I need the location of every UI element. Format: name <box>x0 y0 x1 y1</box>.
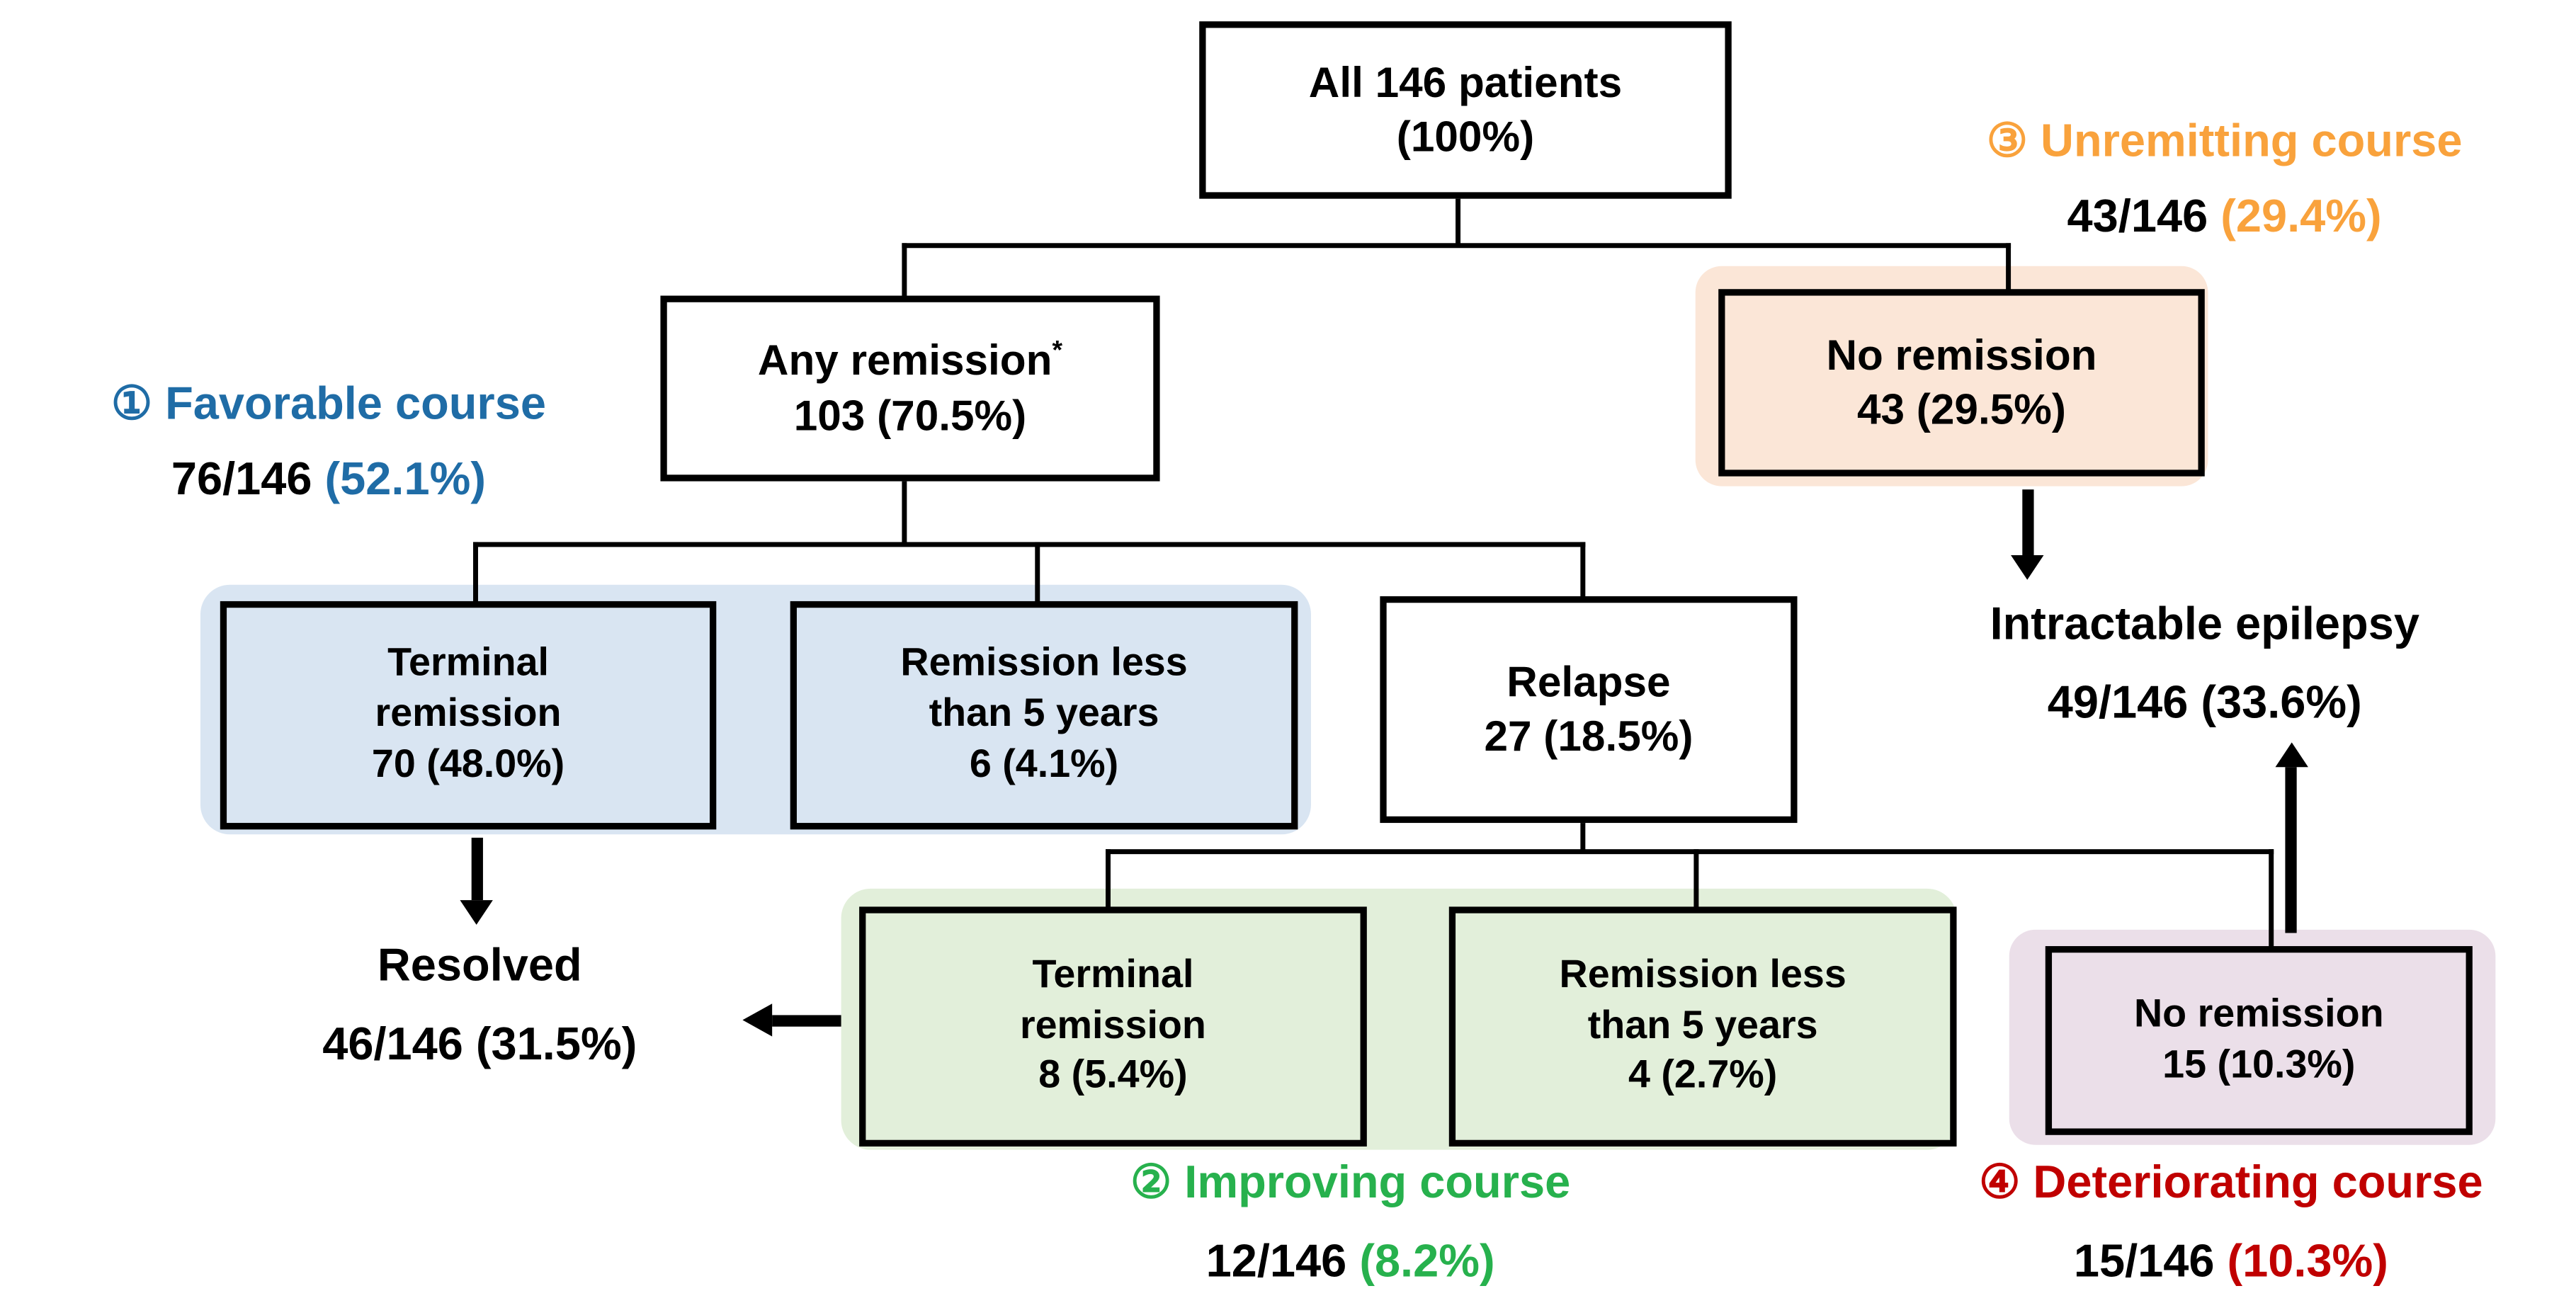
node-text-line: No remission <box>2133 991 2384 1037</box>
arrow-to-resolved-shaft <box>471 837 483 901</box>
label-resolved-outcome: Resolved 46/146 (31.5%) <box>132 940 828 1071</box>
connector-level3-horizontal <box>1106 849 2274 855</box>
node-text-line: 70 (48.0%) <box>371 742 565 787</box>
connector-to-no-remission-43 <box>2006 243 2012 291</box>
connector-to-any-remission <box>902 243 907 297</box>
arrow-improving-to-resolved-shaft <box>772 1015 841 1027</box>
deteriorating-highlight-panel <box>2009 929 2496 1145</box>
arrow-to-intractable-up-shaft <box>2285 767 2297 933</box>
outcome-value: 46/146 (31.5%) <box>322 1018 637 1070</box>
label-title: Improving course <box>1184 1156 1571 1207</box>
arrow-down-icon <box>460 900 493 925</box>
node-any-remission: Any remission* 103 (70.5%) <box>660 295 1160 482</box>
label-improving-course: ② Improving course 12/146 (8.2%) <box>1019 1156 1682 1288</box>
label-value-line: 12/146 (8.2%) <box>1019 1236 1682 1289</box>
node-text-line: No remission <box>1826 329 2097 380</box>
arrow-up-icon <box>2275 742 2308 768</box>
connector-to-lt5-6 <box>1035 542 1040 603</box>
label-title-line: ① Favorable course <box>0 377 657 431</box>
label-value-line: 43/146 (29.4%) <box>1873 190 2576 244</box>
node-text-line: 43 (29.5%) <box>1856 384 2066 434</box>
improving-highlight-panel <box>841 888 1957 1150</box>
label-value-line: 15/146 (10.3%) <box>1886 1236 2576 1289</box>
label-fraction: 76/146 <box>171 453 312 505</box>
label-percent: (52.1%) <box>324 453 486 505</box>
node-terminal-remission-first: Terminal remission 70 (48.0%) <box>220 601 717 830</box>
node-text-line: Relapse <box>1507 656 1671 706</box>
label-title-line: ② Improving course <box>1019 1156 1682 1210</box>
circled-3-icon: ③ <box>1986 115 2028 166</box>
outcome-title: Intractable epilepsy <box>1990 598 2419 649</box>
connector-to-terminal-8 <box>1106 849 1111 909</box>
node-remission-lt5-relapse: Remission less than 5 years 4 (2.7%) <box>1448 906 1957 1147</box>
node-remission-lt5-first: Remission less than 5 years 6 (4.1%) <box>790 601 1298 830</box>
label-fraction: 15/146 <box>2073 1235 2215 1287</box>
node-text-line: Terminal <box>387 641 550 686</box>
label-percent: (10.3%) <box>2227 1235 2388 1287</box>
node-relapse: Relapse 27 (18.5%) <box>1380 596 1798 824</box>
node-text-line: Terminal <box>1032 952 1194 997</box>
node-text-line: Any remission* <box>758 334 1062 388</box>
arrow-down-icon <box>2011 554 2044 580</box>
node-text-line: Remission less <box>900 641 1188 686</box>
connector-to-terminal-70 <box>473 542 478 603</box>
label-title: Deteriorating course <box>2033 1156 2483 1207</box>
label-title: Unremitting course <box>2041 115 2463 166</box>
connector-top-stem <box>1456 186 1461 245</box>
label-favorable-course: ① Favorable course 76/146 (52.1%) <box>0 377 657 506</box>
label-title-line: ④ Deteriorating course <box>1886 1156 2576 1210</box>
label-fraction: 12/146 <box>1205 1235 1347 1287</box>
outcome-value: 49/146 (33.6%) <box>2047 677 2362 728</box>
node-text-line: 15 (10.3%) <box>2162 1042 2356 1087</box>
node-text-line: (100%) <box>1396 111 1535 161</box>
node-text-line: All 146 patients <box>1308 57 1623 107</box>
unremitting-highlight-panel <box>1695 266 2208 487</box>
footnote-asterisk: * <box>1052 336 1063 366</box>
node-no-remission-first: No remission 43 (29.5%) <box>1718 289 2205 477</box>
label-intractable-outcome: Intractable epilepsy 49/146 (33.6%) <box>1883 598 2526 729</box>
node-all-patients: All 146 patients (100%) <box>1199 21 1732 199</box>
node-text-line: 8 (5.4%) <box>1038 1053 1188 1098</box>
connector-level1-horizontal <box>902 243 2012 249</box>
label-percent: (29.4%) <box>2220 190 2382 242</box>
circled-2-icon: ② <box>1130 1156 1172 1207</box>
connector-any-remission-stem <box>902 468 907 544</box>
connector-relapse-stem <box>1580 809 1586 851</box>
node-text-line: remission <box>375 691 562 736</box>
node-text-line: Remission less <box>1559 952 1846 997</box>
node-text: Any remission <box>757 335 1052 385</box>
connector-to-relapse <box>1580 542 1586 598</box>
label-unremitting-course: ③ Unremitting course 43/146 (29.4%) <box>1873 115 2576 244</box>
label-title: Favorable course <box>165 377 546 429</box>
node-text-line: 4 (2.7%) <box>1628 1053 1778 1098</box>
favorable-highlight-panel <box>200 584 1311 835</box>
node-no-remission-relapse: No remission 15 (10.3%) <box>2045 946 2473 1135</box>
label-value-line: 76/146 (52.1%) <box>0 454 657 507</box>
node-text-line: 6 (4.1%) <box>969 742 1119 787</box>
label-percent: (8.2%) <box>1359 1235 1495 1287</box>
connector-to-no-remission-15 <box>2269 849 2274 948</box>
circled-4-icon: ④ <box>1979 1156 2021 1207</box>
node-terminal-remission-relapse: Terminal remission 8 (5.4%) <box>859 906 1367 1147</box>
arrow-left-icon <box>742 1003 773 1037</box>
outcome-title: Resolved <box>377 939 582 991</box>
connector-to-lt5-4 <box>1693 849 1699 909</box>
label-fraction: 43/146 <box>2067 190 2208 242</box>
arrow-to-intractable-shaft <box>2022 489 2034 555</box>
node-text-line: than 5 years <box>929 691 1159 736</box>
circled-1-icon: ① <box>110 377 153 429</box>
label-title-line: ③ Unremitting course <box>1873 115 2576 168</box>
node-text-line: 27 (18.5%) <box>1484 711 1693 761</box>
node-text-line: than 5 years <box>1587 1003 1818 1048</box>
label-deteriorating-course: ④ Deteriorating course 15/146 (10.3%) <box>1886 1156 2576 1288</box>
node-text-line: 103 (70.5%) <box>793 389 1027 440</box>
connector-level2-horizontal <box>473 542 1586 547</box>
node-text-line: remission <box>1019 1003 1206 1048</box>
